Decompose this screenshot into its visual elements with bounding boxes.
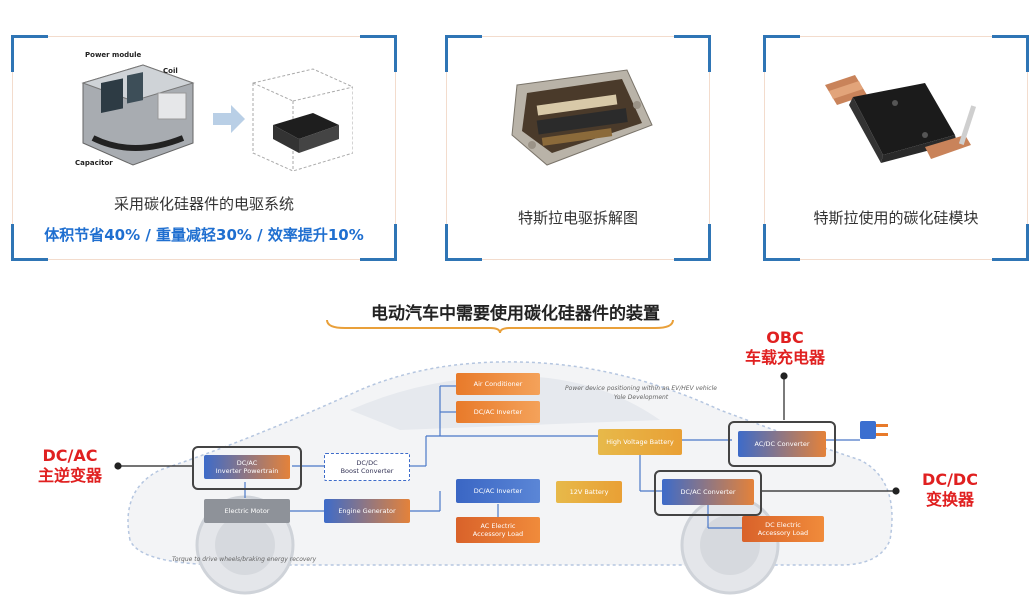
box-dcac-inverter-powertrain: DC/AC Inverter Powertrain (204, 455, 290, 479)
highlight-main-inverter (192, 446, 302, 490)
label-power-module: Power module (85, 51, 142, 59)
box-engine-generator: Engine Generator (324, 499, 410, 523)
panel-highlight: 体积节省40% / 重量减轻30% / 效率提升10% (44, 226, 364, 244)
panel-caption: 特斯拉电驱拆解图 (517, 209, 638, 227)
callout-dcdc-subtitle: 变换器 (925, 490, 974, 509)
callout-obc-subtitle: 车载充电器 (744, 348, 825, 367)
box-air-conditioner: Air Conditioner (456, 373, 540, 395)
tesla-drive-teardown-photo (511, 69, 653, 166)
box-ac-electric-load: AC Electric Accessory Load (456, 517, 540, 543)
diagram-bottom-note: Torque to drive wheels/braking energy re… (172, 556, 317, 563)
highlight-obc (728, 421, 836, 467)
sic-drive-system-illustration (81, 64, 353, 172)
highlight-dcdc (654, 470, 762, 516)
box-high-voltage-battery: High Voltage Battery (598, 429, 682, 455)
panel-tesla-teardown: 特斯拉电驱拆解图 (445, 35, 711, 261)
box-dc-electric-load: DC Electric Accessory Load (742, 516, 824, 542)
callout-main-inverter: DC/AC 主逆变器 (22, 446, 118, 486)
box-12v-battery: 12V Battery (556, 481, 622, 503)
box-dcac-inverter-top: DC/AC Inverter (456, 401, 540, 423)
callout-obc: OBC 车载充电器 (730, 328, 840, 368)
callout-dcdc: DC/DC 变换器 (902, 470, 998, 510)
panel-caption: 特斯拉使用的碳化硅模块 (813, 209, 979, 227)
diagram-title: 电动汽车中需要使用碳化硅器件的装置 (371, 304, 660, 324)
box-dcac-inverter-mid: DC/AC Inverter (456, 479, 540, 503)
callout-main-inverter-title: DC/AC (42, 446, 98, 465)
panel-sic-drive-system: Power module Coil Capacitor 采用碳化硅器件的电驱系统… (11, 35, 397, 261)
charging-plug-icon (860, 421, 888, 439)
label-capacitor: Capacitor (75, 159, 113, 167)
box-boost-converter: DC/DC Boost Converter (324, 453, 410, 481)
box-dcdc-converter: DC/AC Converter (662, 479, 754, 505)
callout-obc-title: OBC (766, 328, 804, 347)
sic-module-photo (825, 75, 977, 163)
label-coil: Coil (163, 67, 178, 75)
callout-main-inverter-subtitle: 主逆变器 (37, 466, 102, 485)
panel-tesla-sic-module: 特斯拉使用的碳化硅模块 (763, 35, 1029, 261)
box-acdc-converter: AC/DC Converter (738, 431, 826, 457)
callout-dcdc-title: DC/DC (922, 470, 978, 489)
diagram-note: Power device positioning within an EV/HE… (565, 385, 717, 401)
title-brace-icon (326, 319, 674, 334)
panel-caption: 采用碳化硅器件的电驱系统 (113, 195, 294, 213)
box-electric-motor: Electric Motor (204, 499, 290, 523)
